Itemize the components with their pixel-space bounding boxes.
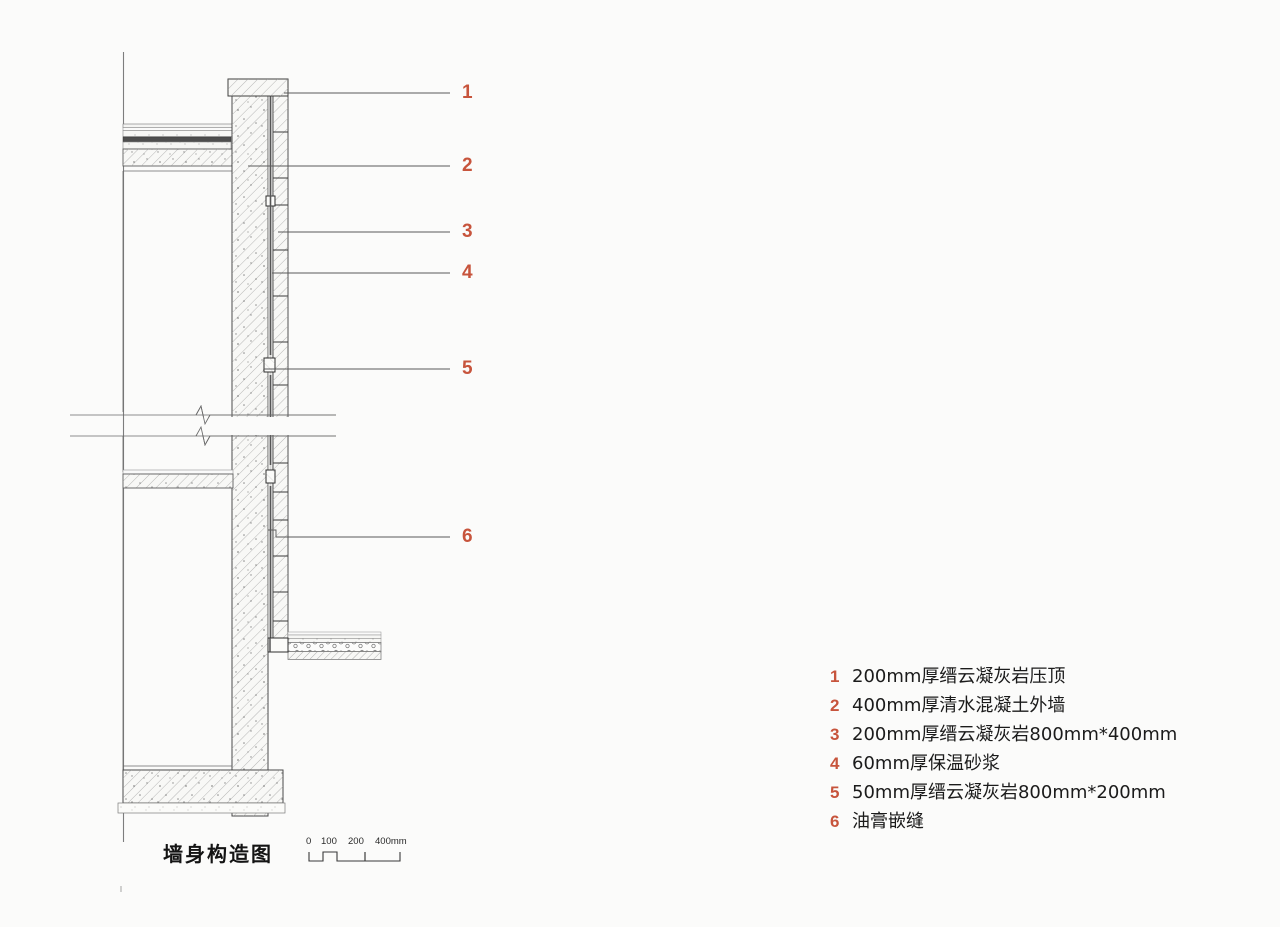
legend-item: 2 400mm厚清水混凝土外墙 (830, 691, 1250, 720)
legend-item: 6 油膏嵌缝 (830, 807, 1250, 836)
drawing-title: 墙身构造图 (163, 842, 273, 866)
scale-label-400: 400mm (375, 836, 407, 847)
cladding-joints (273, 131, 288, 622)
callout-number-2: 2 (462, 155, 473, 176)
scale-bar-graphic (308, 851, 401, 862)
legend-number: 5 (830, 783, 840, 802)
callout-number-1: 1 (462, 82, 473, 103)
legend-number: 6 (830, 812, 840, 831)
legend-number: 4 (830, 754, 840, 773)
legend-item: 1 200mm厚缙云凝灰岩压顶 (830, 662, 1250, 691)
legend-item: 4 60mm厚保温砂浆 (830, 749, 1250, 778)
callout-leaders (248, 92, 450, 538)
scale-label-100: 100 (321, 836, 337, 847)
legend-label: 200mm厚缙云凝灰岩800mm*400mm (852, 724, 1178, 745)
roof-assembly (122, 123, 238, 167)
legend-number: 3 (830, 725, 840, 744)
legend-number: 2 (830, 696, 840, 715)
cladding-reveal-lower (265, 469, 276, 484)
legend-label: 200mm厚缙云凝灰岩压顶 (852, 666, 1066, 687)
callout-number-4: 4 (462, 262, 473, 283)
concrete-wall (231, 85, 269, 817)
scale-label-0: 0 (306, 836, 312, 847)
break-line (70, 404, 336, 447)
foundation (117, 765, 286, 814)
registration-tick (120, 886, 122, 892)
interior-room-upper (122, 170, 237, 412)
material-legend: 1 200mm厚缙云凝灰岩压顶 2 400mm厚清水混凝土外墙 3 200mm厚… (830, 662, 1250, 836)
legend-label: 60mm厚保温砂浆 (852, 753, 1000, 774)
scale-label-200: 200 (348, 836, 364, 847)
floor-slab-lower (122, 436, 234, 770)
coping-cap (227, 78, 289, 97)
cladding-reveal-mid (263, 357, 276, 373)
legend-label: 50mm厚缙云凝灰岩800mm*200mm (852, 782, 1166, 803)
cladding-base-return (267, 637, 289, 653)
legend-number: 1 (830, 667, 840, 686)
drawing-title-block: 墙身构造图 (163, 838, 273, 867)
legend-label: 400mm厚清水混凝土外墙 (852, 695, 1066, 716)
callout-number-5: 5 (462, 358, 473, 379)
callout-number-3: 3 (462, 221, 473, 242)
exterior-ground (287, 631, 382, 660)
scale-bar: 0 100 200 400mm (304, 836, 424, 872)
legend-item: 3 200mm厚缙云凝灰岩800mm*400mm (830, 720, 1250, 749)
legend-label: 油膏嵌缝 (852, 811, 924, 832)
callout-number-6: 6 (462, 526, 473, 547)
legend-item: 5 50mm厚缙云凝灰岩800mm*200mm (830, 778, 1250, 807)
